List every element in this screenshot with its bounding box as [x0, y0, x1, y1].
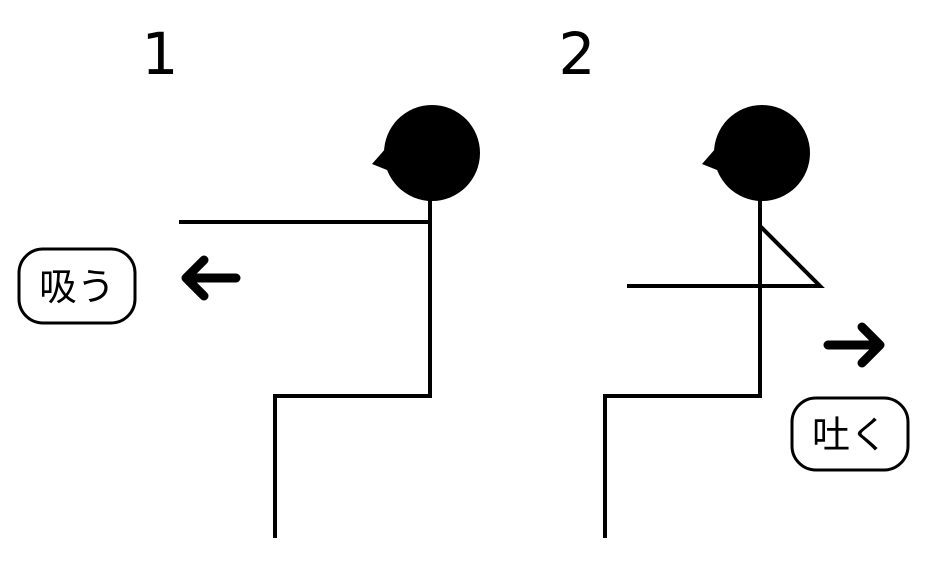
step-1-head-icon — [372, 105, 480, 201]
step-1-legs — [273, 394, 430, 538]
step-2-head-icon — [702, 105, 810, 201]
step-1-label: 吸う — [39, 265, 115, 309]
step-1-number: 1 — [142, 20, 179, 88]
step-2-legs — [603, 394, 760, 538]
step-2-label-bubble: 吐く — [790, 396, 910, 472]
arrow-right-icon — [823, 322, 885, 368]
step-1-label-bubble: 吸う — [17, 247, 137, 325]
step-2: 2 吐く — [559, 20, 910, 538]
step-2-arm — [627, 224, 825, 288]
arrow-left-icon — [181, 255, 241, 301]
step-2-label: 吐く — [812, 413, 888, 457]
step-2-number: 2 — [559, 20, 596, 88]
step-1: 1 吸う — [17, 20, 480, 538]
